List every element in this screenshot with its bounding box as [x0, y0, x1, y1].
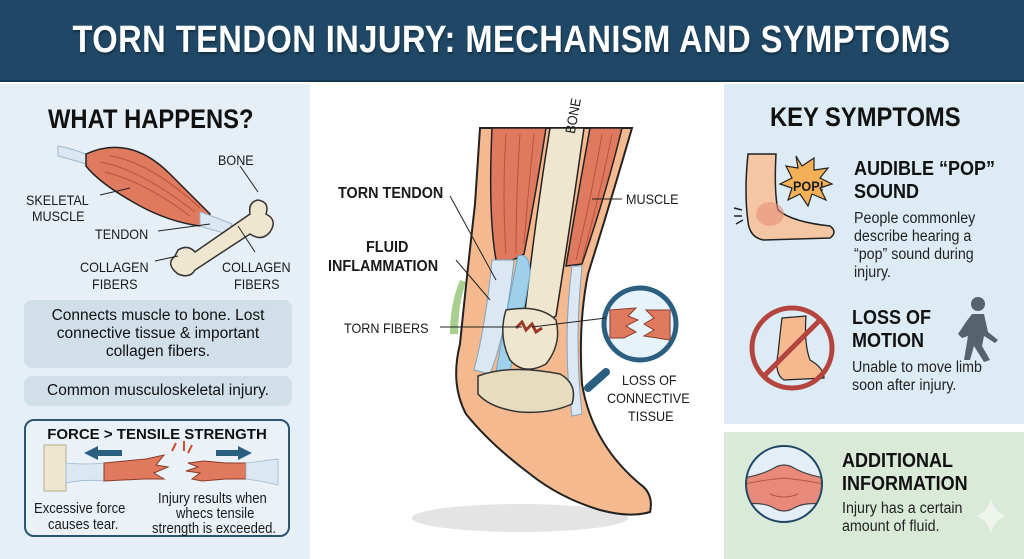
- no-foot-icon: [749, 305, 835, 391]
- label-fibers-left: FIBERS: [92, 276, 138, 292]
- label-tendon: TENDON: [95, 226, 149, 242]
- force-caption-left-2: causes tear.: [48, 517, 119, 533]
- label-skeletal: SKELETAL: [26, 192, 89, 208]
- label-tissue: TISSUE: [628, 408, 674, 424]
- label-torn-fibers: TORN FIBERS: [344, 320, 429, 336]
- sparkle-icon: [976, 498, 1006, 534]
- additional-desc-2: amount of fluid.: [842, 518, 940, 535]
- additional-info-panel: ADDITIONAL INFORMATION Injury has a cert…: [724, 432, 1024, 559]
- pop-badge: POP!: [793, 178, 824, 194]
- force-caption-right-3: strength is exceeded.: [152, 521, 277, 537]
- key-symptoms-title: KEY SYMPTOMS: [770, 102, 961, 132]
- label-fibers-right: FIBERS: [234, 276, 280, 292]
- additional-title-2: INFORMATION: [842, 473, 968, 495]
- left-arrow-icon: [84, 446, 122, 460]
- label-torn-tendon: TORN TENDON: [338, 185, 444, 202]
- force-caption-right-2: whecs tensile: [176, 506, 255, 522]
- additional-title-1: ADDITIONAL: [842, 450, 953, 472]
- tearing-tendon-illustration: [43, 441, 279, 492]
- label-collagen-left: COLLAGEN: [80, 259, 149, 275]
- force-caption-right-1: Injury results when: [158, 491, 267, 507]
- force-caption-left-1: Excessive force: [34, 501, 126, 517]
- page-title: TORN TENDON INJURY: MECHANISM AND SYMPTO…: [72, 18, 952, 61]
- label-muscle: MUSCLE: [626, 191, 679, 207]
- label-inflammation: INFLAMMATION: [328, 258, 439, 275]
- info-box-connects: Connects muscle to bone. Lost connective…: [24, 300, 292, 368]
- ankle-cross-section-illustration: [412, 127, 679, 532]
- pop-foot-icon: [733, 153, 835, 241]
- symptom-motion-title-2: MOTION: [852, 330, 924, 352]
- label-connective: CONNECTIVE: [607, 390, 690, 406]
- symptom-pop-desc-4: injury.: [854, 264, 891, 281]
- ankle-anatomy-panel: BONE TORN TENDON FLUID INFLAMMATION TORN…: [310, 84, 720, 559]
- muscle-bone-illustration: [57, 145, 274, 277]
- symptom-motion-desc-2: soon after injury.: [852, 377, 957, 394]
- swelling-icon: [745, 445, 823, 523]
- symptom-pop-title-1: AUDIBLE “POP”: [854, 158, 996, 180]
- magnifier-handle: [584, 368, 610, 392]
- right-arrow-icon: [216, 446, 252, 460]
- additional-desc-1: Injury has a certain: [842, 500, 963, 517]
- label-loss-of: LOSS OF: [622, 372, 677, 388]
- symptom-pop-title-2: SOUND: [854, 181, 920, 203]
- what-happens-title: WHAT HAPPENS?: [48, 104, 254, 134]
- symptom-pop-desc-3: “pop” sound during: [854, 246, 974, 263]
- label-collagen-right: COLLAGEN: [222, 259, 291, 275]
- label-fluid: FLUID: [366, 239, 409, 256]
- walking-person-icon: [958, 297, 998, 362]
- key-symptoms-panel: KEY SYMPTOMS POP! AUDIBLE “POP” SOUND Pe…: [724, 84, 1024, 424]
- label-bone: BONE: [218, 152, 254, 168]
- force-tensile-box: FORCE > TENSILE STRENGTH Excessive force…: [24, 419, 290, 537]
- magnifier-lens: [601, 285, 679, 363]
- force-title: FORCE > TENSILE STRENGTH: [47, 426, 267, 443]
- symptom-pop-desc-1: People commonley: [854, 210, 976, 227]
- info-box-common: Common musculoskeletal injury.: [24, 376, 292, 406]
- label-muscle: MUSCLE: [32, 208, 85, 224]
- header-banner: TORN TENDON INJURY: MECHANISM AND SYMPTO…: [0, 0, 1024, 82]
- symptom-motion-title-1: LOSS OF: [852, 307, 932, 329]
- symptom-motion-desc-1: Unable to move limb: [852, 359, 982, 376]
- symptom-pop-desc-2: describe hearing a: [854, 228, 972, 245]
